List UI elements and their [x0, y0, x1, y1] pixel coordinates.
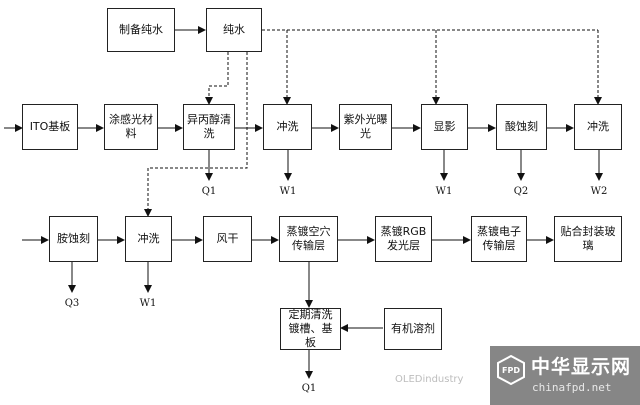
- output-label-q2: Q2: [513, 186, 529, 197]
- node-hole-transport-layer: 蒸镀空穴传输层: [279, 216, 338, 262]
- node-acid-etch: 酸蚀刻: [496, 104, 547, 150]
- node-organic-solvent: 有机溶剂: [384, 308, 442, 350]
- dash-to-rinse3: [144, 52, 248, 217]
- node-rgb-emitting-layer: 蒸镀RGB发光层: [375, 216, 432, 262]
- node-electron-transport-layer: 蒸镀电子传输层: [471, 216, 527, 262]
- node-clean-tank-substrate: 定期清洗镀槽、基板: [280, 308, 341, 350]
- node-develop: 显影: [421, 104, 468, 150]
- output-label-q3: Q3: [64, 298, 80, 309]
- node-uv-exposure: 紫外光曝光: [339, 104, 392, 150]
- watermark-url: chinafpd.net: [532, 381, 612, 394]
- node-photoresist: 涂感光材料: [104, 104, 158, 150]
- logo-text: FPD: [502, 366, 520, 375]
- watermark-faint-text: OLEDindustry: [395, 374, 464, 385]
- node-rinse-2: 冲洗: [574, 104, 622, 150]
- output-label-q1: Q1: [301, 383, 317, 394]
- node-ipa-clean: 异丙醇清洗: [183, 104, 235, 150]
- output-label-q1: Q1: [201, 186, 217, 197]
- output-label-w1: W1: [139, 298, 157, 309]
- node-seal-glass: 贴合封装玻璃: [554, 216, 622, 262]
- node-prep-water: 制备纯水: [107, 8, 175, 52]
- output-label-w1: W1: [435, 186, 453, 197]
- dash-to-ipa: [205, 52, 229, 105]
- node-pure-water: 纯水: [206, 8, 262, 52]
- node-rinse-3: 冲洗: [125, 216, 172, 262]
- node-rinse-1: 冲洗: [263, 104, 312, 150]
- node-air-dry: 风干: [203, 216, 252, 262]
- output-label-w1: W1: [279, 186, 297, 197]
- watermark-backdrop: [490, 346, 640, 405]
- watermark-title: 中华显示网: [531, 356, 632, 378]
- fpd-logo-icon: FPD: [497, 355, 525, 385]
- node-amine-etch: 胺蚀刻: [49, 216, 98, 262]
- node-ito-substrate: ITO基板: [22, 104, 78, 150]
- output-label-w2: W2: [590, 186, 608, 197]
